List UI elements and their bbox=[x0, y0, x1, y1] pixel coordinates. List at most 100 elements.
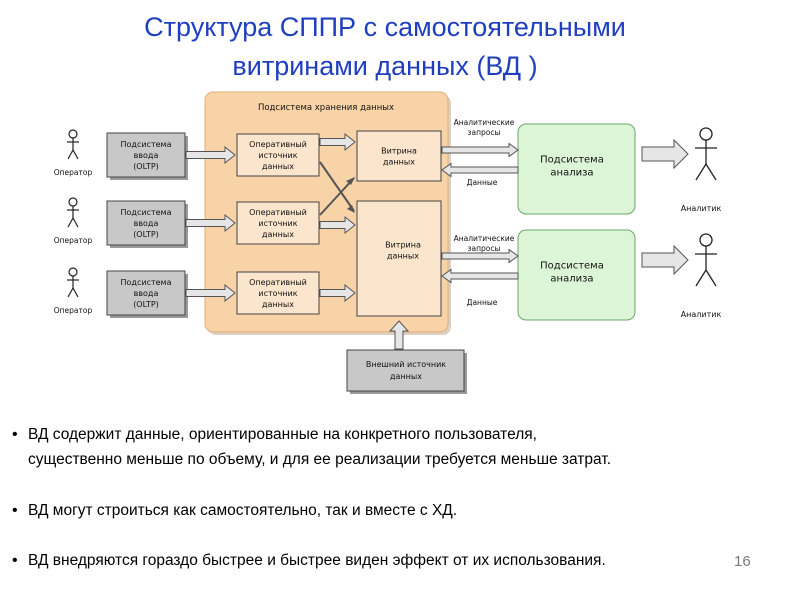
bullet-3-line-1: ВД внедряются гораздо быстрее и быстрее … bbox=[28, 552, 606, 569]
operational-source-2 bbox=[236, 201, 320, 245]
analyst-icon-2 bbox=[695, 233, 717, 287]
operator-label-3: Оператор bbox=[54, 306, 93, 315]
operational-source-label-1-line: источник bbox=[258, 151, 297, 160]
operator-icon-1 bbox=[67, 129, 79, 160]
operational-source-label-1: Оперативный источник данных bbox=[249, 140, 307, 171]
arrow-external-to-mart bbox=[388, 320, 410, 350]
operational-source-label-3-line: Оперативный bbox=[249, 278, 307, 287]
arrow-data-2 bbox=[441, 268, 519, 284]
arrow-queries-2 bbox=[441, 248, 519, 264]
bullet-dot: • bbox=[12, 502, 18, 519]
arrow-data-1 bbox=[441, 162, 519, 178]
operational-source-label-1-line: данных bbox=[262, 162, 294, 171]
operator-icon-3-leg-right bbox=[72, 287, 79, 298]
slide-title-line-1: Структура СППР с самостоятельными bbox=[144, 12, 626, 42]
analysis-subsystem-label-1-line: анализа bbox=[550, 168, 593, 179]
queries-label-2-line: запросы bbox=[468, 244, 501, 253]
operational-source-label-2-line: источник bbox=[258, 219, 297, 228]
operator-icon-3-head bbox=[68, 267, 78, 277]
operator-icon-1-head bbox=[68, 129, 78, 139]
arrow-queries-1 bbox=[441, 142, 519, 158]
operational-source-label-2-line: Оперативный bbox=[249, 208, 307, 217]
analysis-subsystem-label-1-line: Подсистема bbox=[540, 155, 604, 166]
operational-source-label-1-line: Оперативный bbox=[249, 140, 307, 149]
analysis-subsystem-label-2-line: Подсистема bbox=[540, 261, 604, 272]
analysis-subsystem-label-2-line: анализа bbox=[550, 274, 593, 285]
operator-icon-2 bbox=[67, 197, 79, 228]
arrow-source1-to-mart2-head bbox=[347, 205, 355, 213]
page-number: 16 bbox=[734, 553, 751, 570]
input-subsystem-label-1-line: Подсистема bbox=[121, 140, 172, 149]
bullet-2-line-1: ВД могут строиться как самостоятельно, т… bbox=[28, 502, 458, 519]
analyst-label-1: Аналитик bbox=[681, 204, 722, 213]
data-mart-1-label: Витрина данных bbox=[381, 146, 417, 166]
input-subsystem-label-3-line: Подсистема bbox=[121, 278, 172, 287]
analyst-icon-1-leg-left bbox=[695, 163, 707, 181]
input-subsystem-label-2-line: Подсистема bbox=[121, 208, 172, 217]
input-subsystem-label-1-line: ввода bbox=[134, 151, 159, 160]
arrow-source1-to-mart2-line bbox=[319, 161, 355, 212]
data-mart-1-label-line: Витрина bbox=[381, 146, 417, 155]
analyst-icon-1-leg-right bbox=[705, 163, 717, 181]
input-subsystem-3 bbox=[106, 270, 186, 316]
data-label-1: Данные bbox=[467, 178, 498, 187]
data-label-2: Данные bbox=[467, 298, 498, 307]
data-mart-2 bbox=[356, 200, 442, 317]
bullet-1-line-2: существенно меньше по объему, и для ее р… bbox=[28, 451, 611, 468]
input-subsystem-label-2-line: ввода bbox=[134, 219, 159, 228]
arrow-input-to-source-3 bbox=[185, 283, 236, 303]
data-mart-2-label-line: данных bbox=[387, 251, 419, 260]
operator-icon-2-leg-right bbox=[72, 217, 79, 228]
analysis-subsystem-label-2: Подсистема анализа bbox=[540, 261, 604, 285]
dss-structure-diagram: Подсистема хранения данныхОператорПодсис… bbox=[54, 91, 722, 394]
input-subsystem-label-1: Подсистема ввода (OLTP) bbox=[121, 140, 172, 171]
arrow-input-to-source-1 bbox=[185, 145, 236, 165]
operational-source-label-3-line: источник bbox=[258, 289, 297, 298]
input-subsystem-label-3-line: ввода bbox=[134, 289, 159, 298]
external-source-label-line: данных bbox=[390, 372, 422, 381]
external-source bbox=[346, 349, 465, 392]
arrow-source2-to-mart1-head bbox=[346, 177, 355, 185]
queries-label-1-line: запросы bbox=[468, 128, 501, 137]
arrow-source3-to-mart2 bbox=[319, 283, 356, 303]
operational-source-1 bbox=[236, 133, 320, 177]
input-subsystem-label-2-line: (OLTP) bbox=[133, 230, 159, 239]
input-subsystem-label-3-line: (OLTP) bbox=[133, 300, 159, 309]
data-mart-1-label-line: данных bbox=[383, 157, 415, 166]
bullet-1-line-1: ВД содержит данные, ориентированные на к… bbox=[28, 426, 537, 443]
arrow-source1-to-mart1 bbox=[319, 132, 356, 152]
operator-icon-1-leg-right bbox=[72, 149, 79, 160]
operator-label-1: Оператор bbox=[54, 168, 93, 177]
operator-icon-2-leg-left bbox=[67, 217, 74, 228]
arrow-analyst-2 bbox=[641, 244, 689, 276]
input-subsystem-label-2: Подсистема ввода (OLTP) bbox=[121, 208, 172, 239]
operator-icon-2-head bbox=[68, 197, 78, 207]
operator-icon-3 bbox=[67, 267, 79, 298]
slide-title-line-2: витринами данных (ВД ) bbox=[232, 51, 538, 81]
queries-label-1-line: Аналитические bbox=[454, 118, 515, 127]
operator-icon-3-leg-left bbox=[67, 287, 74, 298]
bullet-dot: • bbox=[12, 552, 18, 569]
operational-source-label-3-line: данных bbox=[262, 300, 294, 309]
input-subsystem-label-1-line: (OLTP) bbox=[133, 162, 159, 171]
analyst-icon-2-head bbox=[699, 233, 713, 247]
external-source-label-line: Внешний источник bbox=[366, 360, 446, 369]
arrow-source2-to-mart2 bbox=[319, 215, 356, 235]
operational-source-3 bbox=[236, 271, 320, 315]
analyst-icon-1 bbox=[695, 127, 717, 181]
arrow-analyst-1 bbox=[641, 138, 689, 170]
input-subsystem-2 bbox=[106, 200, 186, 246]
bullet-dot: • bbox=[12, 426, 18, 443]
queries-label-2-line: Аналитические bbox=[454, 234, 515, 243]
analysis-subsystem-label-1: Подсистема анализа bbox=[540, 155, 604, 179]
operator-icon-1-leg-left bbox=[67, 149, 74, 160]
analyst-icon-2-leg-right bbox=[705, 269, 717, 287]
analyst-icon-2-leg-left bbox=[695, 269, 707, 287]
input-subsystem-1 bbox=[106, 132, 186, 178]
analyst-label-2: Аналитик bbox=[681, 310, 722, 319]
operational-source-label-3: Оперативный источник данных bbox=[249, 278, 307, 309]
external-source-label: Внешний источник данных bbox=[366, 360, 446, 381]
